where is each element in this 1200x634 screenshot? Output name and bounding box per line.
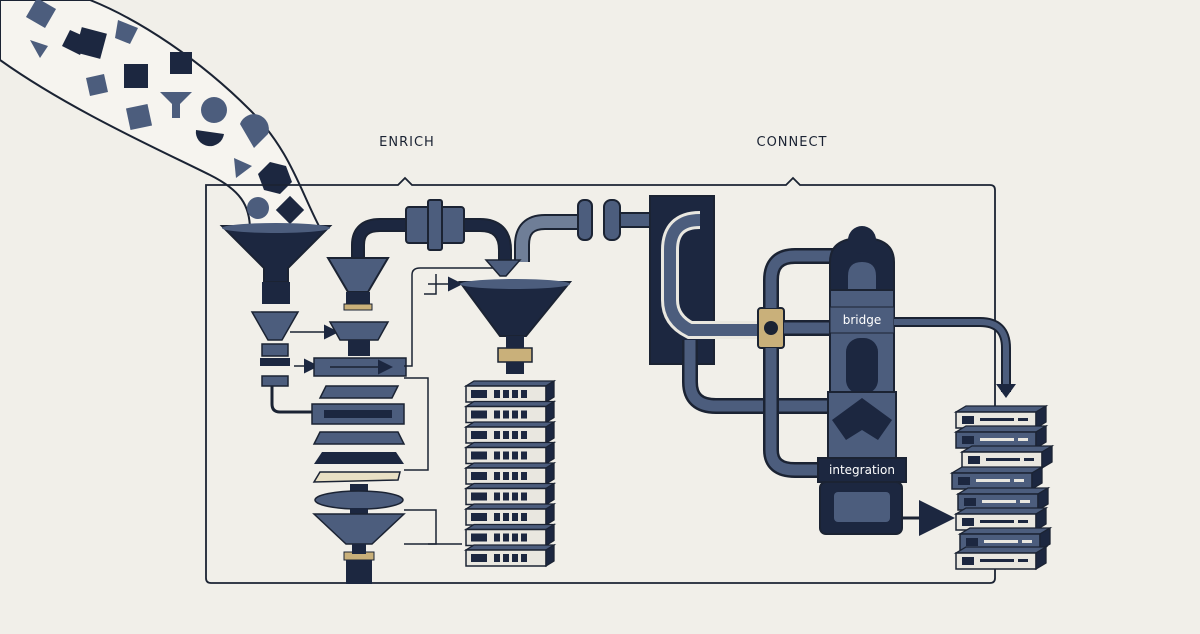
half-circle-icon	[195, 130, 224, 147]
server-unit	[959, 444, 1055, 470]
half-circle-icon	[240, 114, 269, 148]
server-unit	[957, 526, 1053, 552]
enrich-machinery	[219, 199, 593, 584]
server-unit	[463, 441, 557, 465]
triangle-icon	[234, 158, 252, 178]
connect-machinery: bridge integration	[603, 195, 1055, 571]
integration-label: integration	[829, 463, 895, 477]
funnel-icon	[160, 92, 192, 118]
server-unit	[463, 400, 557, 424]
stack-output-funnel	[312, 513, 406, 545]
stack-layer	[312, 471, 401, 483]
server-unit	[463, 461, 557, 486]
hexagon-icon	[258, 162, 292, 194]
server-unit	[953, 404, 1049, 430]
server-unit	[953, 506, 1049, 532]
triangle-icon	[30, 40, 48, 58]
server-unit	[463, 502, 557, 527]
server-unit	[463, 523, 557, 547]
diamond-icon	[86, 74, 108, 96]
server-unit	[953, 545, 1049, 571]
circle-icon	[201, 97, 227, 123]
small-funnel	[250, 311, 300, 341]
section-label-connect: CONNECT	[757, 135, 828, 150]
stack-layer	[318, 385, 400, 399]
diamond-icon	[115, 20, 138, 44]
square-icon	[25, 0, 57, 29]
server-unit	[953, 424, 1049, 450]
stream-band	[0, 0, 322, 232]
pipeline-frame	[205, 176, 996, 584]
circle-icon	[247, 197, 269, 219]
connector-plug	[603, 199, 621, 241]
square-icon	[170, 52, 192, 74]
server-unit	[463, 379, 557, 404]
square-icon	[75, 27, 107, 59]
section-label-enrich: ENRICH	[379, 135, 435, 150]
square-icon	[124, 64, 148, 88]
stack-layer	[314, 452, 404, 464]
server-unit	[463, 482, 557, 506]
server-unit	[949, 465, 1045, 491]
bridge-label: bridge	[843, 313, 882, 327]
incoming-data-stream	[0, 0, 322, 232]
integrated-data-store	[949, 404, 1055, 571]
intake-funnel	[219, 225, 333, 283]
stack-layer	[312, 431, 406, 445]
server-unit	[463, 420, 557, 445]
server-unit	[463, 543, 557, 568]
enriched-data-store	[463, 379, 557, 568]
square-icon	[125, 103, 153, 131]
stack-funnel	[326, 257, 390, 293]
loader-funnel	[458, 281, 573, 337]
server-unit	[955, 486, 1051, 512]
